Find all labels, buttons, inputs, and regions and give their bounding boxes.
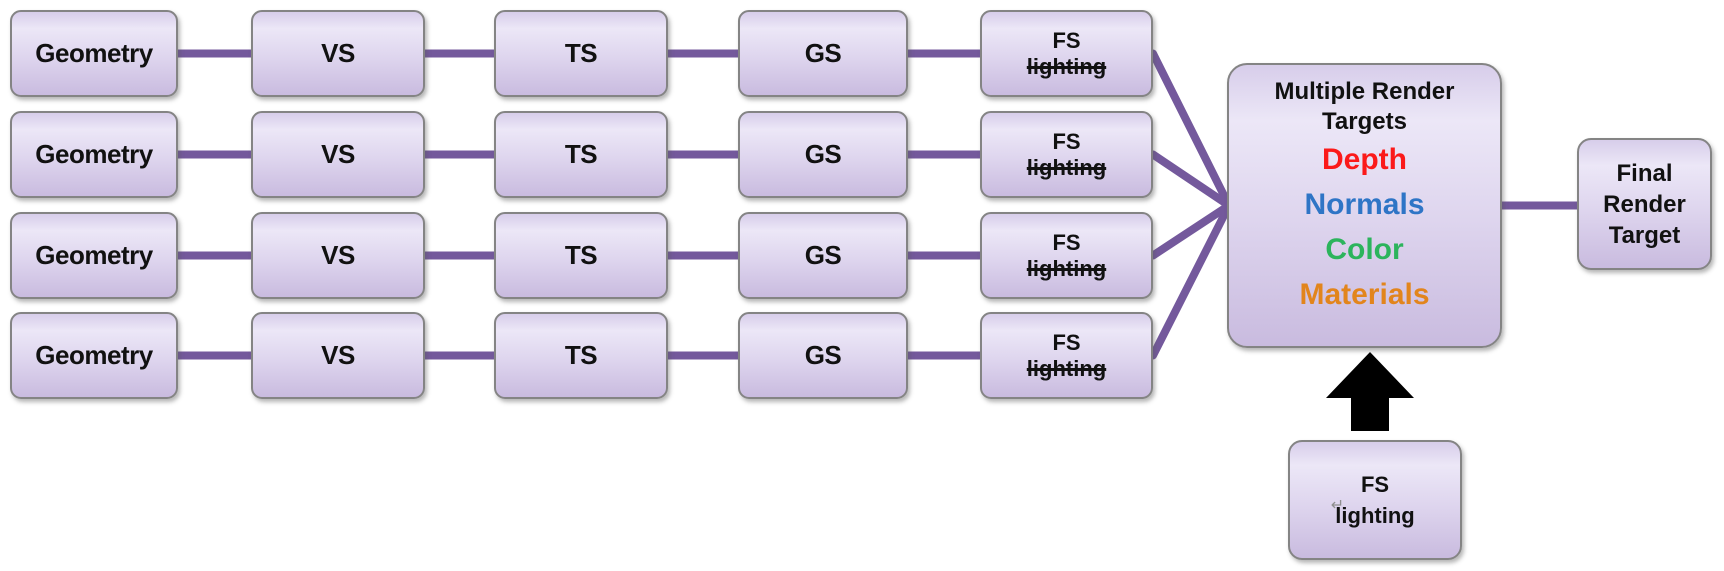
stage-box-vertex-shader: VS [251, 10, 425, 97]
fs-lighting-strikethrough: lighting [1026, 154, 1107, 180]
converging-line [1149, 49, 1233, 210]
stage-box-geometry-shader: GS [738, 312, 908, 399]
fs-label: FS [1052, 329, 1081, 355]
stage-box-fragment-shader: FS lighting [980, 212, 1153, 299]
fs-label: FS [1052, 27, 1081, 53]
soft-return-icon: ↵ [1330, 496, 1345, 514]
stage-box-geometry-shader: GS [738, 111, 908, 198]
fs-lighting-label: lighting [1335, 503, 1415, 528]
mrt-target-color: Color [1325, 233, 1404, 266]
converging-line [1149, 150, 1233, 210]
stage-box-vertex-shader: VS [251, 312, 425, 399]
fs-label: FS [1052, 229, 1081, 255]
stage-box-fragment-shader: FS lighting [980, 10, 1153, 97]
stage-box-geometry-shader: GS [738, 212, 908, 299]
stage-box-tessellation-shader: TS [494, 111, 668, 198]
mrt-title: Multiple Render Targets [1274, 78, 1455, 135]
stage-box-vertex-shader: VS [251, 212, 425, 299]
up-arrow-icon [1326, 352, 1414, 431]
converging-line [1149, 201, 1233, 360]
fs-lighting-strikethrough: lighting [1026, 255, 1107, 281]
stage-box-vertex-shader: VS [251, 111, 425, 198]
stage-box-tessellation-shader: TS [494, 10, 668, 97]
fs-label: FS [1052, 128, 1081, 154]
mrt-target-normals: Normals [1304, 188, 1425, 221]
mrt-target-materials: Materials [1299, 278, 1430, 311]
fs-label: FS [1360, 472, 1390, 497]
stage-box-fragment-shader: FS lighting [980, 111, 1153, 198]
stage-box-geometry: Geometry [10, 10, 178, 97]
fs-lighting-strikethrough: lighting [1026, 355, 1107, 381]
stage-box-fragment-shader: FS lighting [980, 312, 1153, 399]
mrt-target-depth: Depth [1322, 143, 1407, 176]
stage-box-geometry-shader: GS [738, 10, 908, 97]
stage-box-tessellation-shader: TS [494, 312, 668, 399]
final-render-target-box: Final Render Target [1577, 138, 1712, 270]
multiple-render-targets-box: Multiple Render Targets Depth Normals Co… [1227, 63, 1502, 348]
fs-lighting-strikethrough: lighting [1026, 53, 1107, 79]
fs-lighting-box: ↵ FS lighting [1288, 440, 1462, 560]
stage-box-geometry: Geometry [10, 111, 178, 198]
converging-line [1149, 201, 1233, 260]
stage-box-geometry: Geometry [10, 312, 178, 399]
stage-box-geometry: Geometry [10, 212, 178, 299]
stage-box-tessellation-shader: TS [494, 212, 668, 299]
